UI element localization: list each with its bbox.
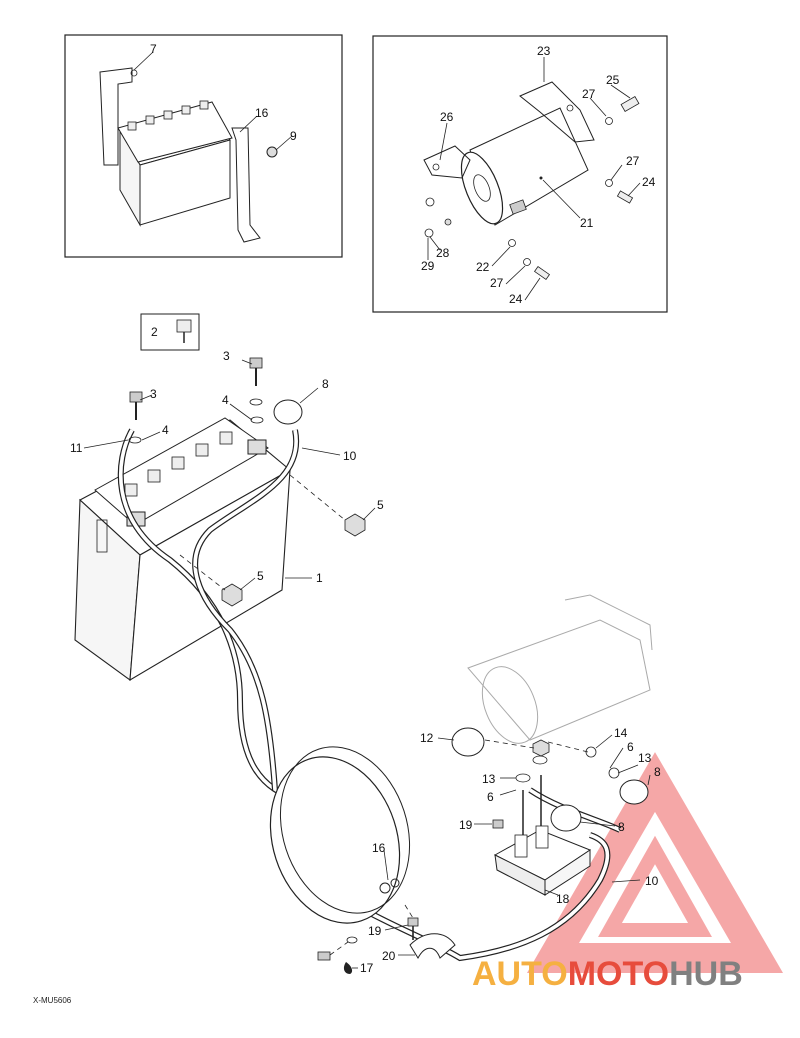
callout-20: 20 xyxy=(382,949,396,963)
callout-23: 23 xyxy=(537,44,551,58)
callout-5a: 5 xyxy=(377,498,384,512)
callout-13a: 13 xyxy=(482,772,496,786)
callout-26: 26 xyxy=(440,110,454,124)
callout-3b: 3 xyxy=(150,387,157,401)
callout-8b: 8 xyxy=(654,765,661,779)
callout-17: 17 xyxy=(360,961,374,975)
callout-29: 29 xyxy=(421,259,435,273)
document-code: X-MU5606 xyxy=(33,996,72,1005)
callout-24a: 24 xyxy=(642,175,656,189)
callout-12: 12 xyxy=(420,731,434,745)
callout-24b: 24 xyxy=(509,292,523,306)
callout-10a: 10 xyxy=(343,449,357,463)
watermark-hub: HUB xyxy=(669,955,743,993)
watermark-moto: MOTO xyxy=(568,955,669,993)
callout-8c: 8 xyxy=(618,820,625,834)
callout-16: 16 xyxy=(372,841,386,855)
callout-3a: 3 xyxy=(223,349,230,363)
watermark-logo: AUTOMOTOHUB xyxy=(472,955,743,993)
inset-battery: 7 16 9 xyxy=(64,34,343,258)
callout-9: 9 xyxy=(290,129,297,143)
main-assembly: 2 xyxy=(70,313,661,975)
callout-21: 21 xyxy=(580,216,594,230)
inset-starter: 23 25 27 26 27 24 21 28 29 22 27 24 xyxy=(372,35,668,313)
callout-19b: 19 xyxy=(368,924,382,938)
callout-27a: 27 xyxy=(582,87,596,101)
callout-5b: 5 xyxy=(257,569,264,583)
callout-22: 22 xyxy=(476,260,490,274)
callout-18: 18 xyxy=(556,892,570,906)
callout-4a: 4 xyxy=(222,393,229,407)
watermark-auto: AUTO xyxy=(472,955,568,993)
callout-13b: 13 xyxy=(638,751,652,765)
callout-2: 2 xyxy=(151,325,158,339)
callout-6a: 6 xyxy=(627,740,634,754)
callout-27c: 27 xyxy=(490,276,504,290)
callout-19a: 19 xyxy=(459,818,473,832)
callout-25: 25 xyxy=(606,73,620,87)
callout-11: 11 xyxy=(70,441,83,455)
callout-4b: 4 xyxy=(162,423,169,437)
callout-7: 7 xyxy=(150,42,157,56)
callout-28: 28 xyxy=(436,246,450,260)
callout-6b: 6 xyxy=(487,790,494,804)
callout-14: 14 xyxy=(614,726,628,740)
callout-1: 1 xyxy=(316,571,323,585)
callout-8a: 8 xyxy=(322,377,329,391)
callout-10b: 10 xyxy=(645,874,659,888)
callout-16: 16 xyxy=(255,106,269,120)
callout-27b: 27 xyxy=(626,154,640,168)
